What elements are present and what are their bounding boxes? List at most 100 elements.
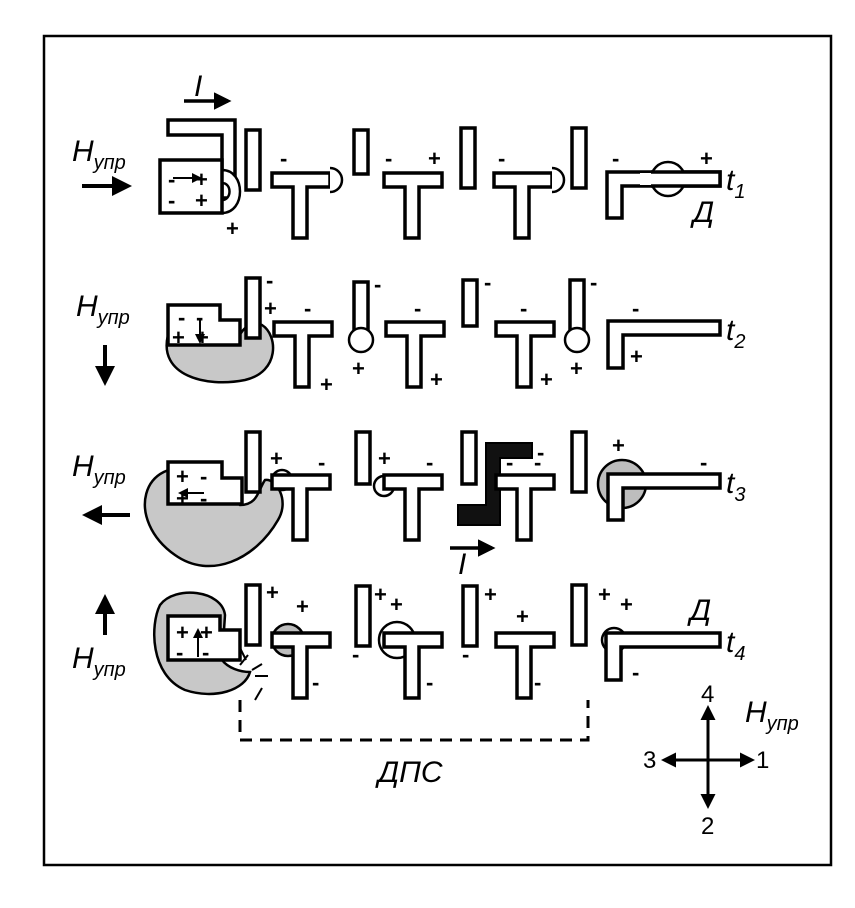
svg-text:+: + <box>264 296 277 321</box>
svg-text:+: + <box>378 446 391 471</box>
generator-signs-4: + + - - + <box>176 580 279 665</box>
bar-element <box>570 583 588 647</box>
corner-element <box>604 631 722 682</box>
bar-element <box>354 584 372 648</box>
corner-element <box>606 472 722 522</box>
svg-text:+: + <box>700 146 713 171</box>
svg-text:-: - <box>304 296 311 321</box>
svg-text:-: - <box>590 270 597 295</box>
svg-text:+: + <box>176 620 189 645</box>
svg-text:+: + <box>352 356 365 381</box>
svg-text:-: - <box>280 146 287 171</box>
svg-text:-: - <box>534 450 541 475</box>
corner-element <box>606 319 722 370</box>
dps-label: ДПС <box>375 756 443 789</box>
row-t4: Hупр + + - - + + - + + - - + <box>72 580 745 701</box>
t-element <box>270 171 332 240</box>
generator-pad-2 <box>166 303 242 347</box>
svg-text:+: + <box>598 582 611 607</box>
h-label-row1: Hупр <box>72 135 126 174</box>
spark-lines <box>239 647 268 701</box>
domain-bubble <box>347 326 375 354</box>
bar-element <box>460 430 478 486</box>
bar-element <box>570 126 588 190</box>
direction-3: 3 <box>643 747 656 774</box>
bar-element <box>570 430 588 494</box>
svg-text:+: + <box>430 367 443 392</box>
t-element <box>494 631 556 700</box>
time-label-t1: t1 <box>726 164 745 203</box>
svg-text:-: - <box>178 305 185 330</box>
row-t1: Hупр I - + - + + - - + - <box>72 70 745 241</box>
svg-text:-: - <box>176 640 183 665</box>
bar-element <box>244 276 262 340</box>
svg-text:+: + <box>266 580 279 605</box>
svg-text:+: + <box>226 216 239 241</box>
t-element <box>270 473 332 542</box>
svg-text:+: + <box>196 325 209 350</box>
t-element <box>384 320 446 389</box>
svg-text:-: - <box>612 146 619 171</box>
svg-text:-: - <box>462 642 469 667</box>
t-element <box>272 320 334 389</box>
direction-2: 2 <box>701 813 714 840</box>
svg-text:+: + <box>484 582 497 607</box>
generator-pad-4 <box>166 614 242 662</box>
time-label-t3: t3 <box>726 467 745 506</box>
svg-text:-: - <box>196 305 203 330</box>
svg-text:+: + <box>630 344 643 369</box>
t-element <box>382 473 444 542</box>
svg-text:-: - <box>318 450 325 475</box>
direction-4: 4 <box>701 681 714 708</box>
svg-text:-: - <box>374 272 381 297</box>
h-label-row4: Hупр <box>72 642 126 681</box>
current-label-top: I <box>194 70 202 103</box>
svg-text:-: - <box>700 450 707 475</box>
svg-text:-: - <box>520 296 527 321</box>
dps-bracket <box>238 700 590 742</box>
svg-text:+: + <box>270 446 283 471</box>
domain-bubble <box>551 166 566 194</box>
svg-text:-: - <box>484 270 491 295</box>
svg-text:+: + <box>176 464 189 489</box>
bar-element <box>461 278 479 328</box>
bar-element <box>459 126 477 190</box>
d-label-row1: Д <box>690 196 714 229</box>
time-label-t2: t2 <box>726 314 745 353</box>
svg-text:-: - <box>498 146 505 171</box>
row-t2: Hупр - - + + - + - + - + - + - - + - + <box>76 268 745 397</box>
bar-element <box>244 128 262 192</box>
svg-text:-: - <box>632 296 639 321</box>
svg-text:-: - <box>426 670 433 695</box>
svg-text:+: + <box>195 188 208 213</box>
svg-text:+: + <box>176 486 189 511</box>
svg-text:-: - <box>534 670 541 695</box>
bar-element <box>461 584 479 648</box>
generator-pad-1 <box>158 158 224 215</box>
svg-text:-: - <box>266 268 273 293</box>
domain-bubble <box>329 166 344 194</box>
svg-text:+: + <box>516 604 529 629</box>
svg-text:+: + <box>320 372 333 397</box>
direction-compass: 4 2 1 3 Hупр <box>643 681 799 840</box>
svg-text:-: - <box>385 146 392 171</box>
t-element <box>382 171 444 240</box>
h-label-row2: Hупр <box>76 290 130 329</box>
svg-text:+: + <box>428 146 441 171</box>
svg-text:+: + <box>200 620 213 645</box>
svg-text:-: - <box>200 486 207 511</box>
svg-text:-: - <box>506 450 513 475</box>
svg-text:+: + <box>620 592 633 617</box>
svg-text:+: + <box>374 582 387 607</box>
t-element <box>494 320 556 389</box>
h-label-row3: Hупр <box>72 450 126 489</box>
svg-text:-: - <box>537 440 544 465</box>
domain-bubble <box>563 326 591 354</box>
svg-text:+: + <box>570 356 583 381</box>
svg-text:-: - <box>168 188 175 213</box>
d-label-row4: Д <box>687 594 711 627</box>
t-element <box>494 473 556 542</box>
svg-text:-: - <box>414 296 421 321</box>
svg-text:-: - <box>200 464 207 489</box>
